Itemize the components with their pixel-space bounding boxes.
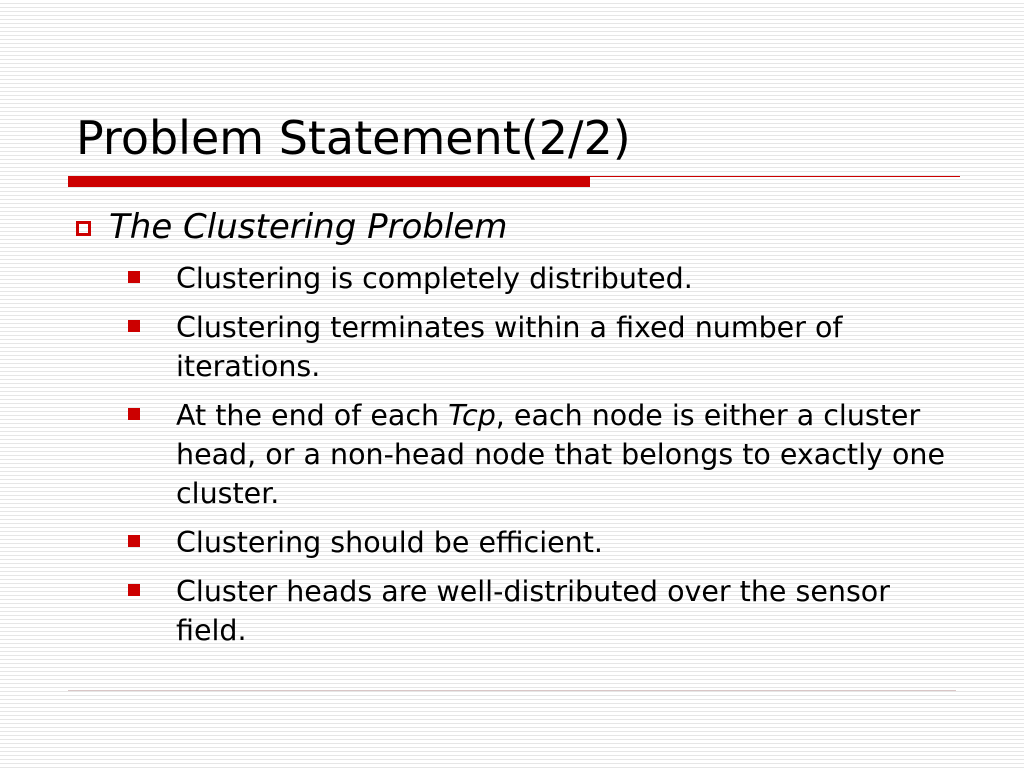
filled-square-bullet-icon	[128, 408, 140, 420]
slide-heading: The Clustering Problem	[109, 207, 508, 247]
list-item: Clustering should be efficient.	[128, 523, 948, 562]
footer-divider	[68, 690, 956, 691]
bullet-text-after: , each node is either a cluster head, or…	[176, 399, 945, 510]
bullet-text: Clustering should be efficient.	[176, 526, 603, 559]
slide-title: Problem Statement(2/2)	[76, 111, 631, 165]
title-underline-thin	[590, 176, 960, 177]
bullet-text: Clustering is completely distributed.	[176, 262, 693, 295]
list-item: Cluster heads are well-distributed over …	[128, 572, 948, 650]
list-item: Clustering is completely distributed.	[128, 259, 948, 298]
bullet-list: Clustering is completely distributed. Cl…	[128, 259, 948, 660]
list-item: Clustering terminates within a fixed num…	[128, 308, 948, 386]
bullet-text-before: At the end of each	[176, 399, 449, 432]
bullet-text: At the end of each Tcp, each node is eit…	[176, 396, 946, 513]
tcp-italic-term: Tcp	[448, 399, 496, 432]
bullet-text: Cluster heads are well-distributed over …	[176, 575, 890, 647]
hollow-square-bullet-icon	[76, 221, 91, 236]
title-underline-thick	[68, 176, 590, 187]
heading-bullet-item: The Clustering Problem	[76, 206, 956, 248]
list-item: At the end of each Tcp, each node is eit…	[128, 396, 948, 513]
filled-square-bullet-icon	[128, 535, 140, 547]
filled-square-bullet-icon	[128, 320, 140, 332]
filled-square-bullet-icon	[128, 584, 140, 596]
filled-square-bullet-icon	[128, 271, 140, 283]
bullet-text: Clustering terminates within a fixed num…	[176, 311, 843, 383]
